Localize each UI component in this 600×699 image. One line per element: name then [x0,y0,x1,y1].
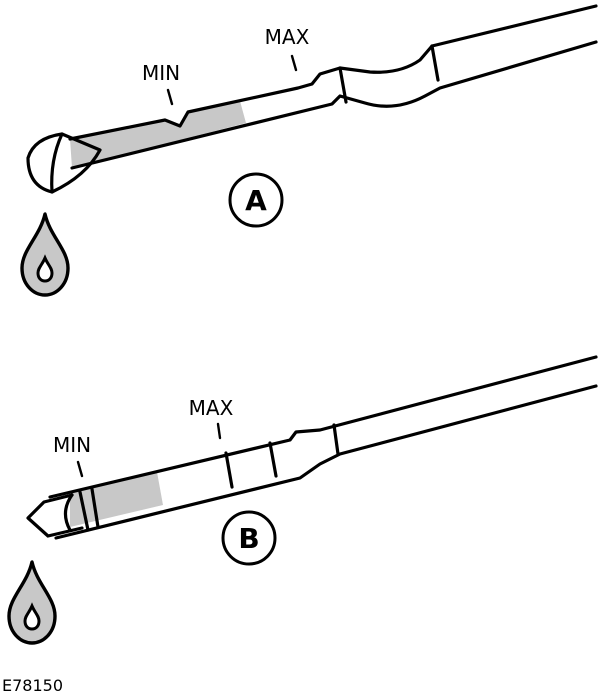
callout-b-letter: B [238,522,259,555]
dipstick-b-tip [26,493,84,538]
oil-drop-icon [20,212,70,297]
dipstick-b-min-label: MIN [53,433,91,457]
callout-a-letter: A [245,184,267,217]
oil-drop-icon [7,560,57,645]
dipstick-a-shaft [68,4,598,141]
dipstick-b-oil-film [70,472,163,527]
dipstick-a-tip [26,132,102,194]
dipstick-a-max-tick [290,54,298,72]
dipstick-b-max-label: MAX [189,396,234,420]
dipstick-a-min-tick [166,88,174,106]
dipstick-b-max-tick [216,422,222,440]
dipstick-a: MIN MAX A [20,4,598,297]
dipstick-b: MIN MAX B [7,355,598,645]
dipstick-a-oil-film [70,101,246,168]
dipstick-b-shaft [48,355,598,499]
callout-b-circle [221,510,277,566]
callout-a-circle [228,172,284,228]
dipstick-b-min-tick [76,460,84,478]
dipstick-a-min-label: MIN [142,61,180,85]
figure-reference: E78150 [2,676,63,695]
dipstick-a-max-label: MAX [265,25,310,49]
